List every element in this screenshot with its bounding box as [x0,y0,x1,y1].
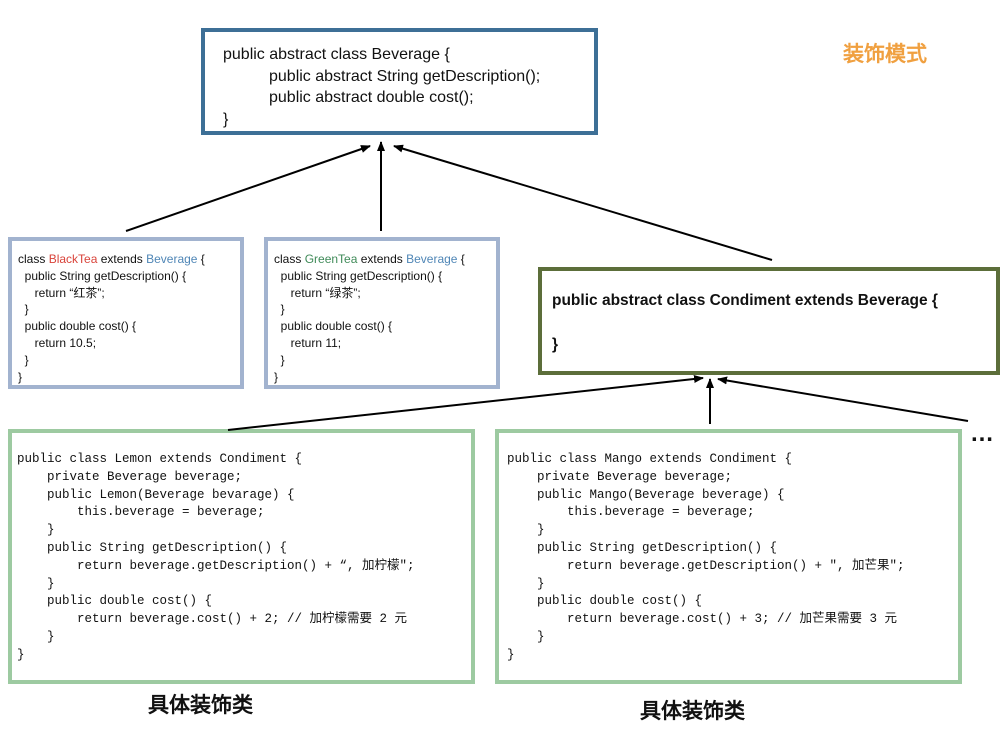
blacktea-name: BlackTea [48,252,98,266]
greentea-line-7: } [274,369,279,384]
blacktea-line-2: return “红茶”; [18,285,105,300]
mango-line-3: public Mango(Beverage beverage) { [507,487,785,502]
mango-line-10: return beverage.cost() + 3; // 加芒果需要 3 元 [507,612,898,627]
blacktea-line-6: } [18,352,29,367]
lemon-line-3: public Lemon(Beverage bevarage) { [17,487,295,502]
blacktea-line-5: return 10.5; [18,335,97,350]
lemon-line-6: public String getDescription() { [17,540,288,555]
mango-line-11: } [507,629,545,644]
blacktea-line-3: } [18,302,29,317]
beverage-line-1: public abstract class Beverage { [223,46,450,63]
mango-line-2: private Beverage beverage; [507,469,733,484]
lemon-line-12: } [17,647,25,662]
mango-line-7: return beverage.getDescription() + ", 加芒… [507,558,905,573]
greentea-line-4: public double cost() { [274,319,393,334]
greentea-kw-extends: extends [357,252,407,266]
greentea-line-6: } [274,352,285,367]
mango-line-5: } [507,523,545,538]
greentea-line-2: return “绿茶”; [274,285,361,300]
greentea-line-5: return 11; [274,335,342,350]
arrow-blacktea-to-beverage [125,145,371,232]
lemon-line-4: this.beverage = beverage; [17,505,265,520]
mango-line-12: } [507,647,515,662]
blacktea-class-box: class BlackTea extends Beverage { public… [8,237,244,389]
beverage-line-4: } [223,110,229,128]
beverage-line-2: public abstract String getDescription(); [269,67,541,85]
lemon-line-7: return beverage.getDescription() + “, 加柠… [17,558,415,573]
lemon-class-box: public class Lemon extends Condiment { p… [8,429,475,684]
greentea-line-3: } [274,302,285,317]
condiment-line-2: } [552,336,559,353]
condiment-class-box: public abstract class Condiment extends … [538,267,1000,375]
mango-class-box: public class Mango extends Condiment { p… [495,429,962,684]
lemon-line-11: } [17,629,55,644]
diagram-title: 装饰模式 [843,43,927,66]
greentea-line-1: public String getDescription() { [274,268,443,283]
mango-line-1: public class Mango extends Condiment { [507,452,793,466]
greentea-name: GreenTea [304,252,358,266]
blacktea-line-1: public String getDescription() { [18,268,187,283]
more-decorators-ellipsis: … [970,420,994,447]
greentea-class-box: class GreenTea extends Beverage { public… [264,237,500,389]
greentea-parent: Beverage [406,252,458,266]
mango-line-4: this.beverage = beverage; [507,505,755,520]
blacktea-parent: Beverage [146,252,198,266]
arrow-condiment-to-beverage [393,144,773,261]
lemon-line-8: } [17,576,55,591]
greentea-brace: { [457,252,465,266]
lemon-line-2: private Beverage beverage; [17,469,243,484]
condiment-line-1: public abstract class Condiment extends … [552,292,938,309]
greentea-kw-class: class [274,252,305,266]
greentea-header: class GreenTea extends Beverage { [274,251,496,268]
mango-line-6: public String getDescription() { [507,540,778,555]
caption-right: 具体装饰类 [640,700,745,723]
mango-line-9: public double cost() { [507,594,703,609]
lemon-line-5: } [17,523,55,538]
arrow-lemon-to-condiment [227,375,704,431]
beverage-line-3: public abstract double cost(); [269,89,474,106]
blacktea-line-7: } [18,369,23,384]
blacktea-line-4: public double cost() { [18,319,137,334]
blacktea-kw-class: class [18,252,49,266]
blacktea-brace: { [197,252,205,266]
arrow-more-to-condiment [717,376,969,422]
mango-line-8: } [507,576,545,591]
lemon-line-9: public double cost() { [17,594,213,609]
caption-left: 具体装饰类 [148,694,253,717]
blacktea-kw-extends: extends [97,252,147,266]
beverage-class-box: public abstract class Beverage { public … [201,28,598,135]
lemon-line-10: return beverage.cost() + 2; // 加柠檬需要 2 元 [17,612,408,627]
lemon-line-1: public class Lemon extends Condiment { [17,452,303,466]
blacktea-header: class BlackTea extends Beverage { [18,251,240,268]
